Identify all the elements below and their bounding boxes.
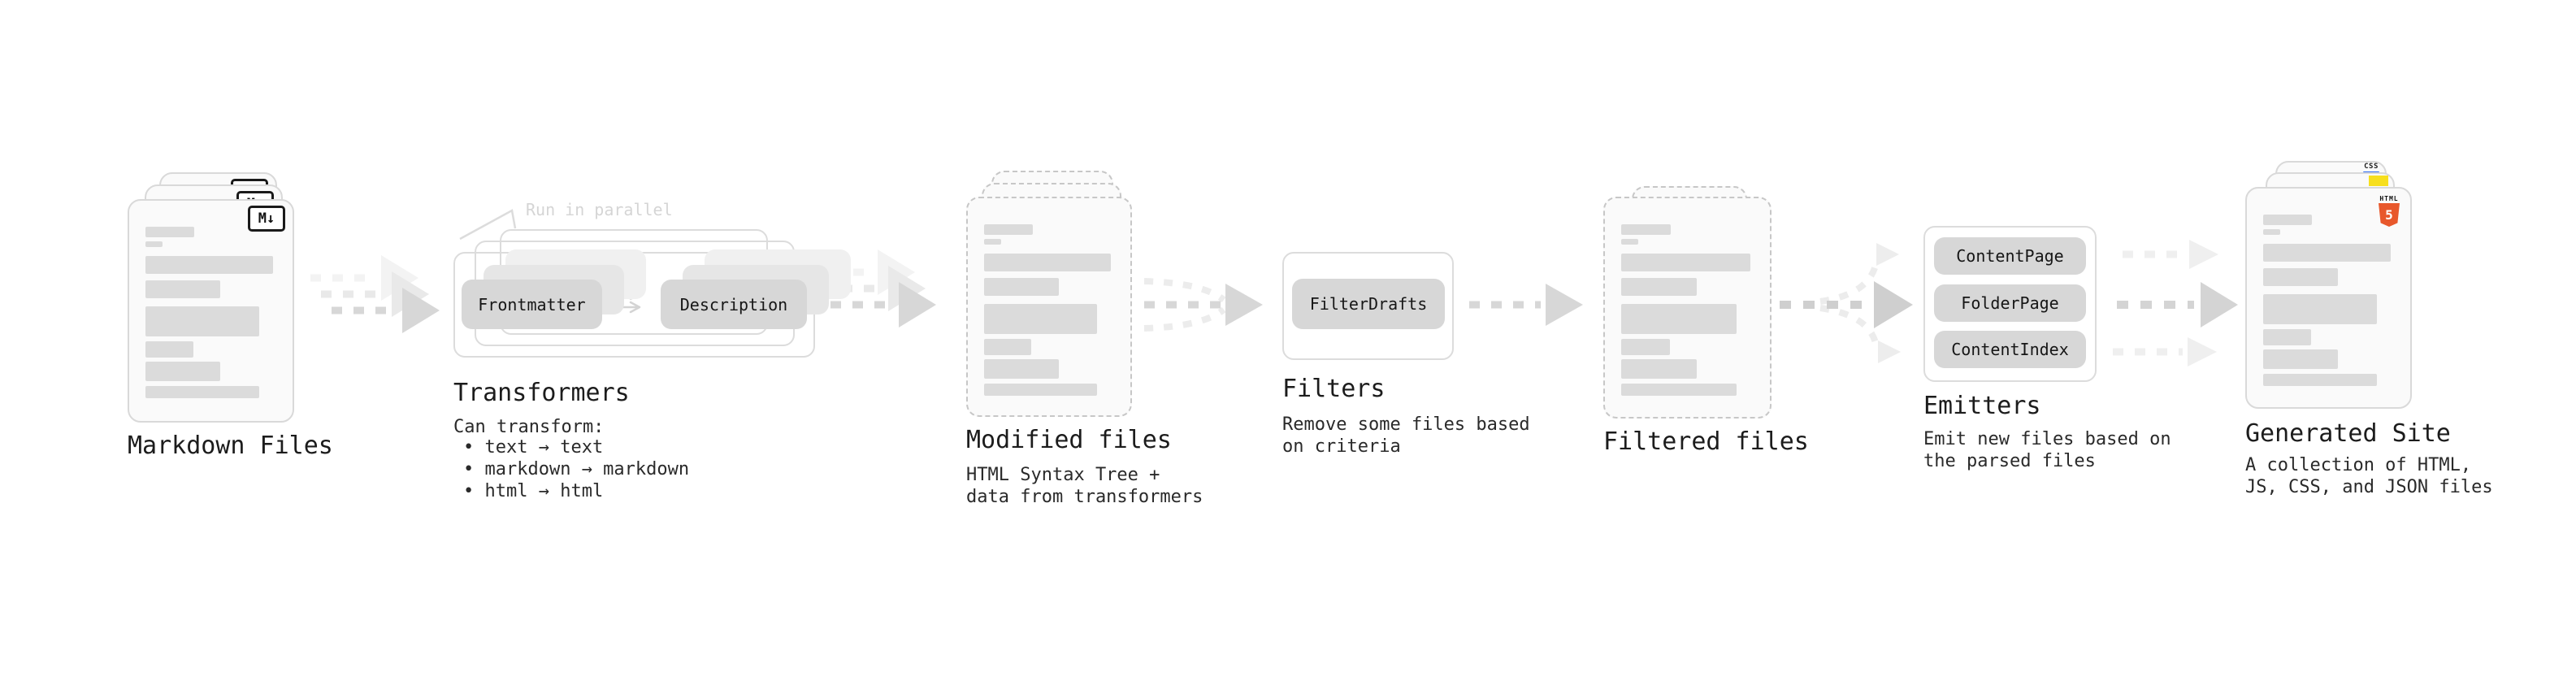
placeholder-line bbox=[984, 224, 1034, 235]
transformers-bullet: • text → text bbox=[463, 437, 604, 458]
js-file-icon bbox=[2369, 176, 2388, 186]
document-placeholder-lines bbox=[984, 224, 1112, 396]
placeholder-line bbox=[2263, 215, 2313, 225]
placeholder-line bbox=[2263, 229, 2280, 235]
placeholder-line bbox=[1621, 239, 1638, 245]
placeholder-line bbox=[145, 386, 259, 398]
filters-title: Filters bbox=[1282, 375, 1386, 403]
html5-number: 5 bbox=[2385, 207, 2393, 223]
modified-files-subtitle: HTML Syntax Tree + bbox=[966, 465, 1160, 485]
placeholder-line bbox=[145, 227, 195, 237]
transformers-bullet: • html → html bbox=[463, 481, 604, 501]
emitters-subtitle: Emit new files based on bbox=[1923, 429, 2171, 449]
generated-site-subtitle: JS, CSS, and JSON files bbox=[2245, 477, 2493, 497]
filters-subtitle: on criteria bbox=[1282, 436, 1401, 457]
placeholder-line bbox=[145, 362, 221, 381]
html5-icon: HTML 5 bbox=[2378, 195, 2400, 227]
placeholder-line bbox=[984, 254, 1112, 271]
emitters-frame bbox=[1923, 226, 2097, 382]
description-transformer: Description bbox=[661, 280, 807, 329]
placeholder-line bbox=[984, 384, 1098, 396]
arrow-modified-to-filters-merge bbox=[1143, 278, 1263, 332]
markdown-badge-label: M↓ bbox=[258, 210, 275, 227]
placeholder-line bbox=[2263, 294, 2377, 324]
html5-word: HTML bbox=[2379, 195, 2399, 202]
placeholder-line bbox=[2263, 349, 2339, 369]
placeholder-line bbox=[2263, 374, 2377, 386]
generated-site-title: Generated Site bbox=[2245, 419, 2451, 448]
filterdrafts-label: FilterDrafts bbox=[1309, 294, 1428, 314]
document-placeholder-lines bbox=[145, 227, 275, 398]
placeholder-line bbox=[1621, 254, 1751, 271]
arrow-filtered-to-emitters-fork bbox=[1780, 243, 1913, 363]
document-placeholder-lines bbox=[1621, 224, 1752, 396]
arrow-markdown-to-transformers bbox=[310, 255, 440, 333]
modified-files-subtitle: data from transformers bbox=[966, 487, 1203, 507]
frontmatter-transformer: Frontmatter bbox=[462, 280, 602, 329]
filtered-file-card-front bbox=[1603, 197, 1772, 419]
placeholder-line bbox=[2263, 244, 2392, 262]
placeholder-line bbox=[1621, 304, 1737, 334]
placeholder-line bbox=[1621, 359, 1698, 379]
placeholder-line bbox=[984, 304, 1098, 334]
document-placeholder-lines bbox=[2263, 215, 2392, 386]
modified-files-title: Modified files bbox=[966, 426, 1172, 454]
run-in-parallel-annotation: Run in parallel bbox=[526, 200, 673, 219]
filters-frame bbox=[1282, 252, 1454, 360]
placeholder-line bbox=[1621, 224, 1672, 235]
generated-file-card-html: HTML 5 bbox=[2245, 187, 2412, 409]
transformers-heading: Can transform: bbox=[453, 417, 605, 437]
placeholder-line bbox=[145, 306, 259, 336]
transformers-bullet: • markdown → markdown bbox=[463, 459, 690, 479]
placeholder-line bbox=[145, 241, 163, 247]
frontmatter-label: Frontmatter bbox=[478, 294, 586, 314]
placeholder-line bbox=[145, 341, 193, 358]
placeholder-line bbox=[1621, 384, 1737, 396]
markdown-files-title: Markdown Files bbox=[128, 432, 333, 460]
placeholder-line bbox=[984, 239, 1001, 245]
placeholder-line bbox=[2263, 268, 2339, 286]
contentpage-emitter: ContentPage bbox=[1934, 237, 2086, 275]
contentpage-label: ContentPage bbox=[1956, 246, 2064, 266]
markdown-icon: M↓ bbox=[248, 206, 285, 232]
placeholder-line bbox=[145, 280, 221, 298]
arrow-filters-to-filtered bbox=[1469, 284, 1583, 326]
filters-subtitle: Remove some files based bbox=[1282, 414, 1530, 435]
arrow-emitters-to-generated bbox=[2113, 240, 2238, 367]
placeholder-line bbox=[2263, 329, 2311, 345]
folderpage-emitter: FolderPage bbox=[1934, 284, 2086, 322]
description-label: Description bbox=[679, 294, 788, 314]
generated-site-subtitle: A collection of HTML, bbox=[2245, 455, 2472, 475]
filterdrafts-filter: FilterDrafts bbox=[1292, 279, 1445, 329]
placeholder-line bbox=[984, 278, 1059, 296]
placeholder-line bbox=[984, 359, 1059, 379]
emitters-subtitle: the parsed files bbox=[1923, 451, 2096, 471]
css-badge-label: CSS bbox=[2364, 163, 2379, 171]
placeholder-line bbox=[1621, 339, 1670, 355]
placeholder-line bbox=[145, 256, 274, 274]
emitters-title: Emitters bbox=[1923, 392, 2041, 420]
transformers-title: Transformers bbox=[453, 379, 630, 407]
folderpage-label: FolderPage bbox=[1961, 293, 2059, 313]
contentindex-label: ContentIndex bbox=[1951, 340, 2069, 359]
placeholder-line bbox=[1621, 278, 1698, 296]
filtered-files-title: Filtered files bbox=[1603, 427, 1809, 456]
placeholder-line bbox=[984, 339, 1032, 355]
markdown-file-card-front: M↓ bbox=[128, 199, 294, 423]
modified-file-card-front bbox=[966, 197, 1132, 417]
contentindex-emitter: ContentIndex bbox=[1934, 331, 2086, 368]
html5-shield: 5 bbox=[2379, 203, 2400, 227]
